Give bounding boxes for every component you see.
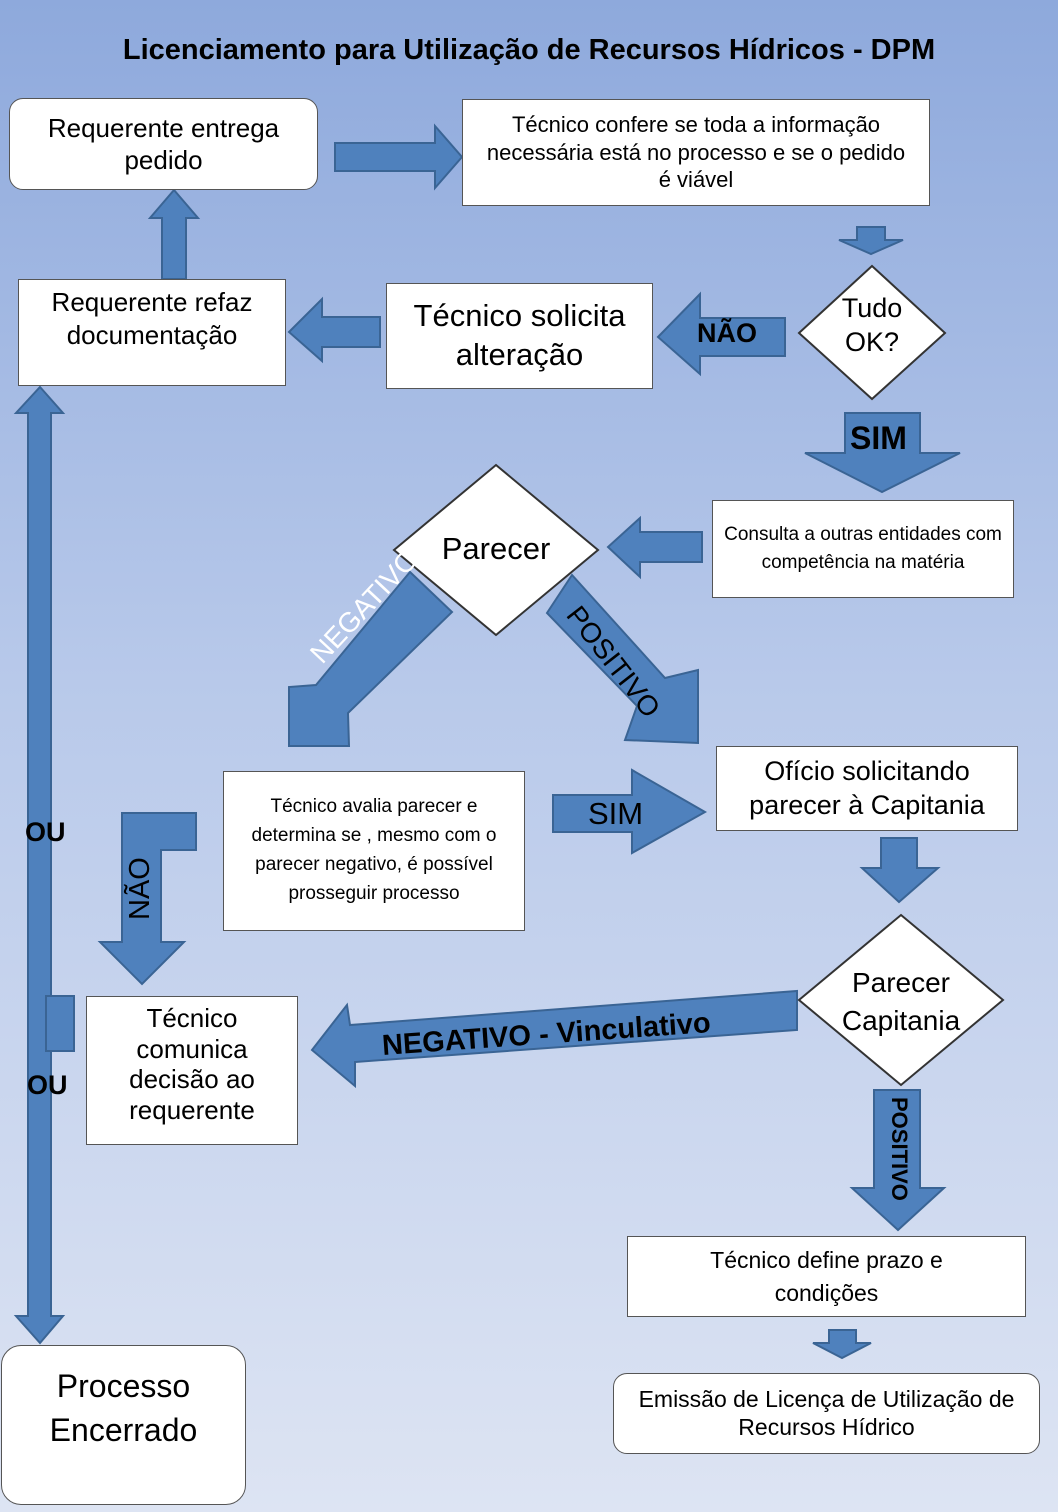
node-emissao-text: Emissão de Licença de Utilização de Recu…	[638, 1385, 1015, 1440]
node-requerente-entrega: Requerente entrega pedido	[9, 98, 318, 190]
label-sim-1: SIM	[850, 420, 907, 456]
node-parecer-capitania-text: Parecer Capitania	[841, 967, 961, 1036]
connector-comunica	[45, 995, 75, 1052]
arrow-solicita-to-refaz	[287, 296, 381, 364]
node-consulta: Consulta a outras entidades com competên…	[712, 500, 1014, 598]
diamond-parecer	[392, 463, 600, 637]
label-nao-1: NÃO	[697, 318, 757, 348]
node-parecer-text: Parecer	[441, 531, 551, 566]
node-tecnico-comunica: Técnico comunica decisão ao requerente	[86, 996, 298, 1145]
node-tudo-ok-text: Tudo OK?	[841, 293, 903, 357]
arrow-positivo-2	[849, 1089, 947, 1232]
arrow-nao-1	[656, 291, 786, 377]
node-consulta-text: Consulta a outras entidades com competên…	[724, 523, 1002, 574]
node-tecnico-define-text: Técnico define prazo e condições	[710, 1247, 943, 1306]
label-ou-1: OU	[25, 817, 66, 847]
diamond-tudo-ok	[797, 264, 947, 401]
arrow-negativo-vinculativo	[310, 989, 798, 1089]
node-oficio: Ofício solicitando parecer à Capitania	[716, 746, 1018, 831]
diamond-parecer-capitania	[797, 913, 1005, 1087]
label-positivo-2: POSITIVO	[887, 1097, 912, 1201]
node-tecnico-avalia-text: Técnico avalia parecer e determina se , …	[251, 796, 497, 904]
arrow-negativo	[288, 570, 454, 747]
node-tecnico-solicita-text: Técnico solicita alteração	[413, 298, 626, 372]
label-nao-2: NÃO	[124, 857, 156, 920]
label-sim-2: SIM	[588, 796, 644, 831]
arrow-define-to-emissao	[812, 1329, 872, 1360]
node-emissao: Emissão de Licença de Utilização de Recu…	[613, 1373, 1040, 1454]
node-tecnico-avalia: Técnico avalia parecer e determina se , …	[223, 771, 525, 931]
node-oficio-text: Ofício solicitando parecer à Capitania	[749, 755, 985, 820]
node-processo-encerrado: Processo Encerrado	[1, 1345, 246, 1505]
arrow-consulta-to-parecer	[606, 515, 703, 580]
arrow-nao-2	[97, 812, 197, 986]
arrow-entrega-to-confere	[334, 123, 464, 191]
node-tecnico-solicita: Técnico solicita alteração	[386, 283, 653, 389]
node-requerente-refaz: Requerente refaz documentação	[18, 279, 286, 386]
arrow-oficio-to-capitania	[859, 837, 941, 904]
page-title: Licenciamento para Utilização de Recurso…	[122, 34, 936, 66]
label-ou-2: OU	[27, 1070, 68, 1100]
node-requerente-entrega-text: Requerente entrega pedido	[47, 112, 280, 176]
node-requerente-refaz-text: Requerente refaz documentação	[51, 287, 253, 350]
node-processo-encerrado-text: Processo Encerrado	[49, 1368, 198, 1449]
node-tecnico-confere-text: Técnico confere se toda a informação nec…	[486, 112, 906, 193]
node-tecnico-comunica-text: Técnico comunica decisão ao requerente	[129, 1003, 255, 1126]
node-tecnico-confere: Técnico confere se toda a informação nec…	[462, 99, 930, 206]
arrow-vertical-ou	[13, 385, 66, 1345]
arrow-positivo	[545, 573, 699, 745]
arrow-sim-2	[552, 768, 708, 855]
arrow-refaz-to-entrega	[147, 188, 201, 280]
node-tecnico-define: Técnico define prazo e condições	[627, 1236, 1026, 1317]
arrow-confere-to-ok	[838, 226, 904, 256]
arrow-sim-1	[804, 412, 961, 494]
